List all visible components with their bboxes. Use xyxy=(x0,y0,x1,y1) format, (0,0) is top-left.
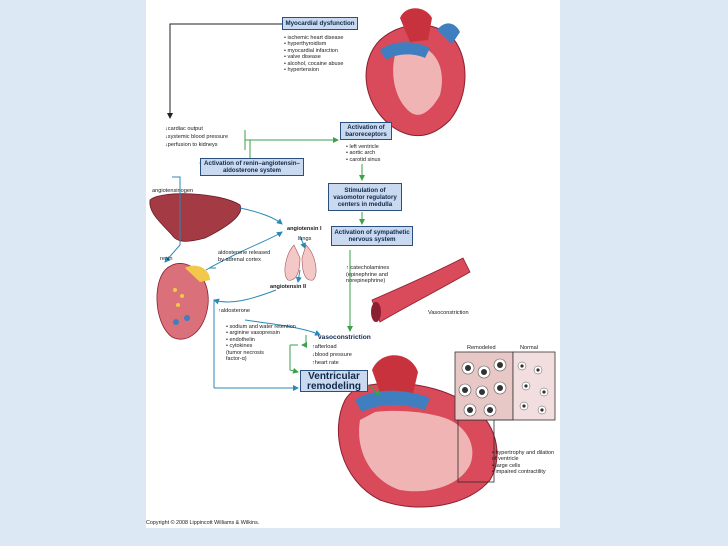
baro-site-item: left ventricle xyxy=(346,144,406,150)
label-angiotensin-2: angiotensin II xyxy=(270,284,307,290)
mediator-item: sodium and water retention xyxy=(226,324,316,330)
baro-site-item: carotid sinus xyxy=(346,157,406,163)
vaso-effect-blood-pressure: ↓blood pressure xyxy=(312,352,352,358)
vaso-effect-afterload: ↑afterload xyxy=(312,344,337,350)
kidney-illustration xyxy=(156,262,210,340)
cells-inset xyxy=(454,351,556,421)
causes-list: ischemic heart disease hyperthyroidism m… xyxy=(284,35,384,73)
box-vasomotor: Stimulation of vasomotor regulatory cent… xyxy=(328,183,402,211)
vaso-effect-heart-rate: ↑heart rate xyxy=(312,360,339,366)
label-aldosterone: ↑aldosterone xyxy=(218,308,251,314)
mediator-item: cytokines (tumor necrosis factor-α) xyxy=(226,343,316,362)
cause-item: myocardial infarction xyxy=(284,48,384,54)
lungs-illustration xyxy=(284,244,317,281)
liver-illustration xyxy=(149,193,242,242)
cause-item: alcohol, cocaine abuse xyxy=(284,61,384,67)
label-angiotensinogen: angiotensinogen xyxy=(152,188,194,194)
box-ventricular-remodeling: Ventricular remodeling xyxy=(300,370,368,392)
label-angiotensin-1: angiotensin I xyxy=(287,226,322,232)
effect-blood-pressure: ↓systemic blood pressure xyxy=(165,134,229,140)
copyright-text: Copyright © 2008 Lippincott Williams & W… xyxy=(146,520,260,526)
effect-cardiac-output: ↓cardiac output xyxy=(165,126,203,132)
label-catecholamines: ↑ catecholamines (epinephrine and norepi… xyxy=(346,265,390,285)
box-myocardial-dysfunction: Myocardial dysfunction xyxy=(282,17,358,30)
cause-item: hyperthyroidism xyxy=(284,41,384,47)
box-sympathetic: Activation of sympathetic nervous system xyxy=(331,226,413,246)
mediator-item: arginine vasopressin xyxy=(226,330,316,336)
remodel-features-list: hypertrophy and dilation of ventricle la… xyxy=(492,450,556,476)
label-vessel-vasoconstriction: Vasoconstriction xyxy=(428,310,469,316)
label-vasoconstriction: vasoconstriction xyxy=(318,334,371,341)
baro-site-item: aortic arch xyxy=(346,150,406,156)
cause-item: hypertension xyxy=(284,67,384,73)
box-raas: Activation of renin–angiotensin–aldoster… xyxy=(200,158,304,176)
remodel-feature-item: large cells xyxy=(492,463,556,469)
label-lungs: lungs xyxy=(298,236,312,242)
label-renin: renin xyxy=(160,256,173,262)
baro-sites-list: left ventricle aortic arch carotid sinus xyxy=(346,144,406,163)
remodel-feature-item: hypertrophy and dilation of ventricle xyxy=(492,450,556,463)
effect-kidney-perfusion: ↓perfusion to kidneys xyxy=(165,142,218,148)
heart-top-illustration xyxy=(365,8,466,137)
box-baroreceptors: Activation of baroreceptors xyxy=(340,122,392,140)
vessel-illustration xyxy=(371,257,471,323)
mediators-list: sodium and water retention arginine vaso… xyxy=(226,324,316,362)
label-aldosterone-released: aldosterone released by adrenal cortex xyxy=(218,250,271,263)
cause-item: ischemic heart disease xyxy=(284,35,384,41)
mediator-item: endothelin xyxy=(226,337,316,343)
label-remodeled: Remodeled xyxy=(467,345,496,351)
remodel-feature-item: impaired contractility xyxy=(492,469,556,475)
cause-item: valve disease xyxy=(284,54,384,60)
label-normal: Normal xyxy=(520,345,539,351)
